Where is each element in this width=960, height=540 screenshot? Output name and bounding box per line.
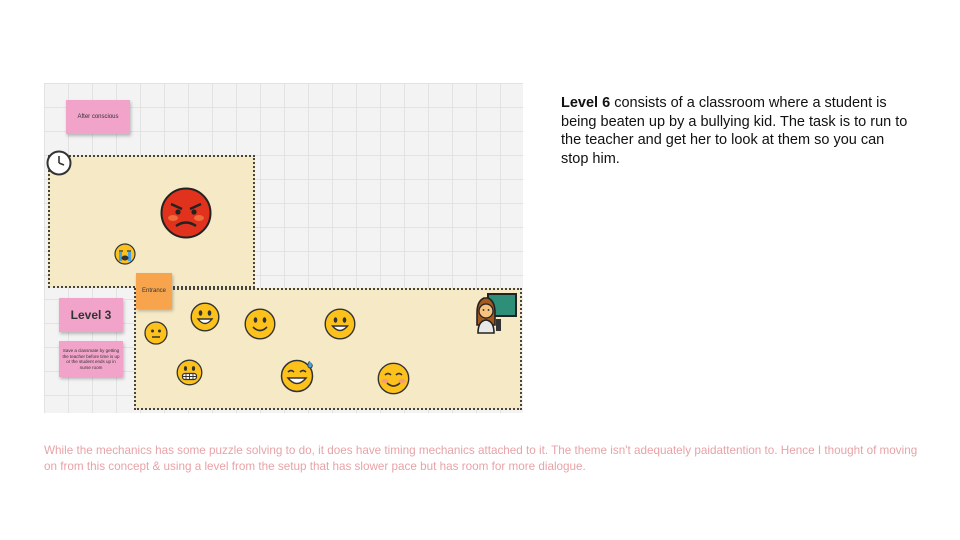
sticky-label: Save a classmate by getting the teacher … [62, 348, 120, 370]
reflection-note: While the mechanics has some puzzle solv… [44, 444, 918, 473]
angry-face-icon [160, 187, 212, 239]
sweat-smile-face-icon [280, 359, 314, 393]
sticky-note-after-conscious[interactable]: After conscious [66, 100, 130, 134]
blushing-face-icon [377, 362, 410, 395]
grinning-face-icon [324, 308, 356, 340]
level-label: Level 6 [561, 95, 611, 111]
smiling-face-icon [244, 308, 276, 340]
sticky-note-entrance[interactable]: Entrance [136, 273, 172, 309]
whiteboard-canvas: After conscious Entrance Level 3 Save a … [44, 83, 523, 413]
grimacing-face-icon [176, 359, 203, 386]
teacher-icon [476, 293, 517, 334]
sticky-label: Entrance [141, 288, 166, 294]
sticky-note-level[interactable]: Level 3 [59, 298, 123, 332]
grinning-face-icon [190, 302, 220, 332]
clock-icon [46, 150, 72, 176]
zone-upper [48, 155, 255, 288]
sticky-label: After conscious [77, 114, 119, 120]
sticky-note-task[interactable]: Save a classmate by getting the teacher … [59, 341, 123, 377]
level-description-text: consists of a classroom where a student … [561, 95, 908, 167]
sticky-label: Level 3 [70, 308, 112, 322]
crying-face-icon [114, 243, 136, 265]
level-description: Level 6 consists of a classroom where a … [561, 94, 911, 168]
zone-lower [134, 288, 522, 410]
neutral-face-icon [144, 321, 168, 345]
